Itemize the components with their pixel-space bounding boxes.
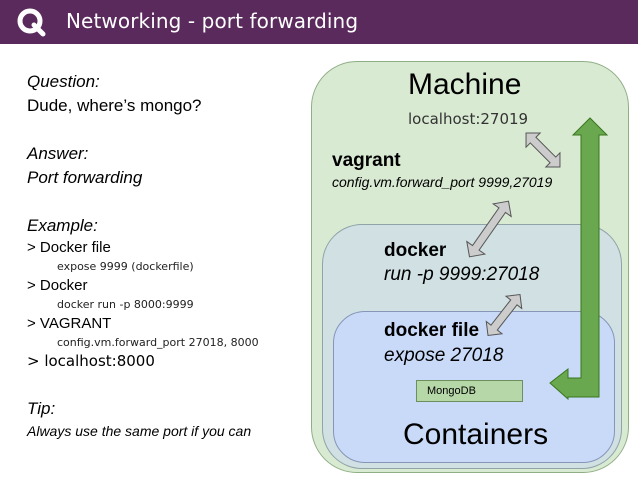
- machine-address: localhost:27019: [408, 110, 529, 128]
- docker-command: run -p 9999:27018: [384, 264, 540, 285]
- double-arrow-icon: [466, 200, 512, 258]
- example-label: Example:: [27, 216, 98, 235]
- example-2-detail: docker run -p 8000:9999: [57, 298, 194, 311]
- example-2-title: > Docker: [27, 277, 88, 294]
- question-label: Question:: [27, 72, 100, 91]
- final-line: > localhost:8000: [27, 352, 155, 370]
- vagrant-title: vagrant: [332, 150, 401, 171]
- tip-label: Tip:: [27, 399, 56, 418]
- machine-title: Machine: [408, 68, 522, 101]
- answer-label: Answer:: [27, 144, 89, 163]
- dockerfile-command: expose 27018: [384, 345, 504, 366]
- docker-title: docker: [384, 240, 447, 261]
- left-column: Question: Dude, where’s mongo? Answer: P…: [27, 70, 317, 441]
- mongodb-box: MongoDB: [416, 380, 523, 402]
- page-title: Networking - port forwarding: [66, 9, 359, 33]
- dockerfile-title: docker file: [384, 320, 480, 341]
- double-arrow-icon: [485, 293, 523, 337]
- example-1-detail: expose 9999 (dockerfile): [57, 260, 194, 273]
- answer-text: Port forwarding: [27, 168, 143, 187]
- tip-text: Always use the same port if you can: [27, 423, 252, 439]
- example-3-detail: config.vm.forward_port 27018, 8000: [57, 336, 259, 349]
- containers-title: Containers: [403, 418, 549, 451]
- vagrant-command: config.vm.forward_port 9999,27019: [332, 174, 553, 190]
- example-1-title: > Docker file: [27, 239, 111, 256]
- question-text: Dude, where’s mongo?: [27, 96, 202, 115]
- q-logo-icon: [17, 8, 46, 37]
- example-3-title: > VAGRANT: [27, 315, 112, 332]
- header-bar: Networking - port forwarding: [0, 0, 638, 44]
- flow-arrow-icon: [549, 117, 609, 401]
- double-arrow-icon: [525, 132, 561, 168]
